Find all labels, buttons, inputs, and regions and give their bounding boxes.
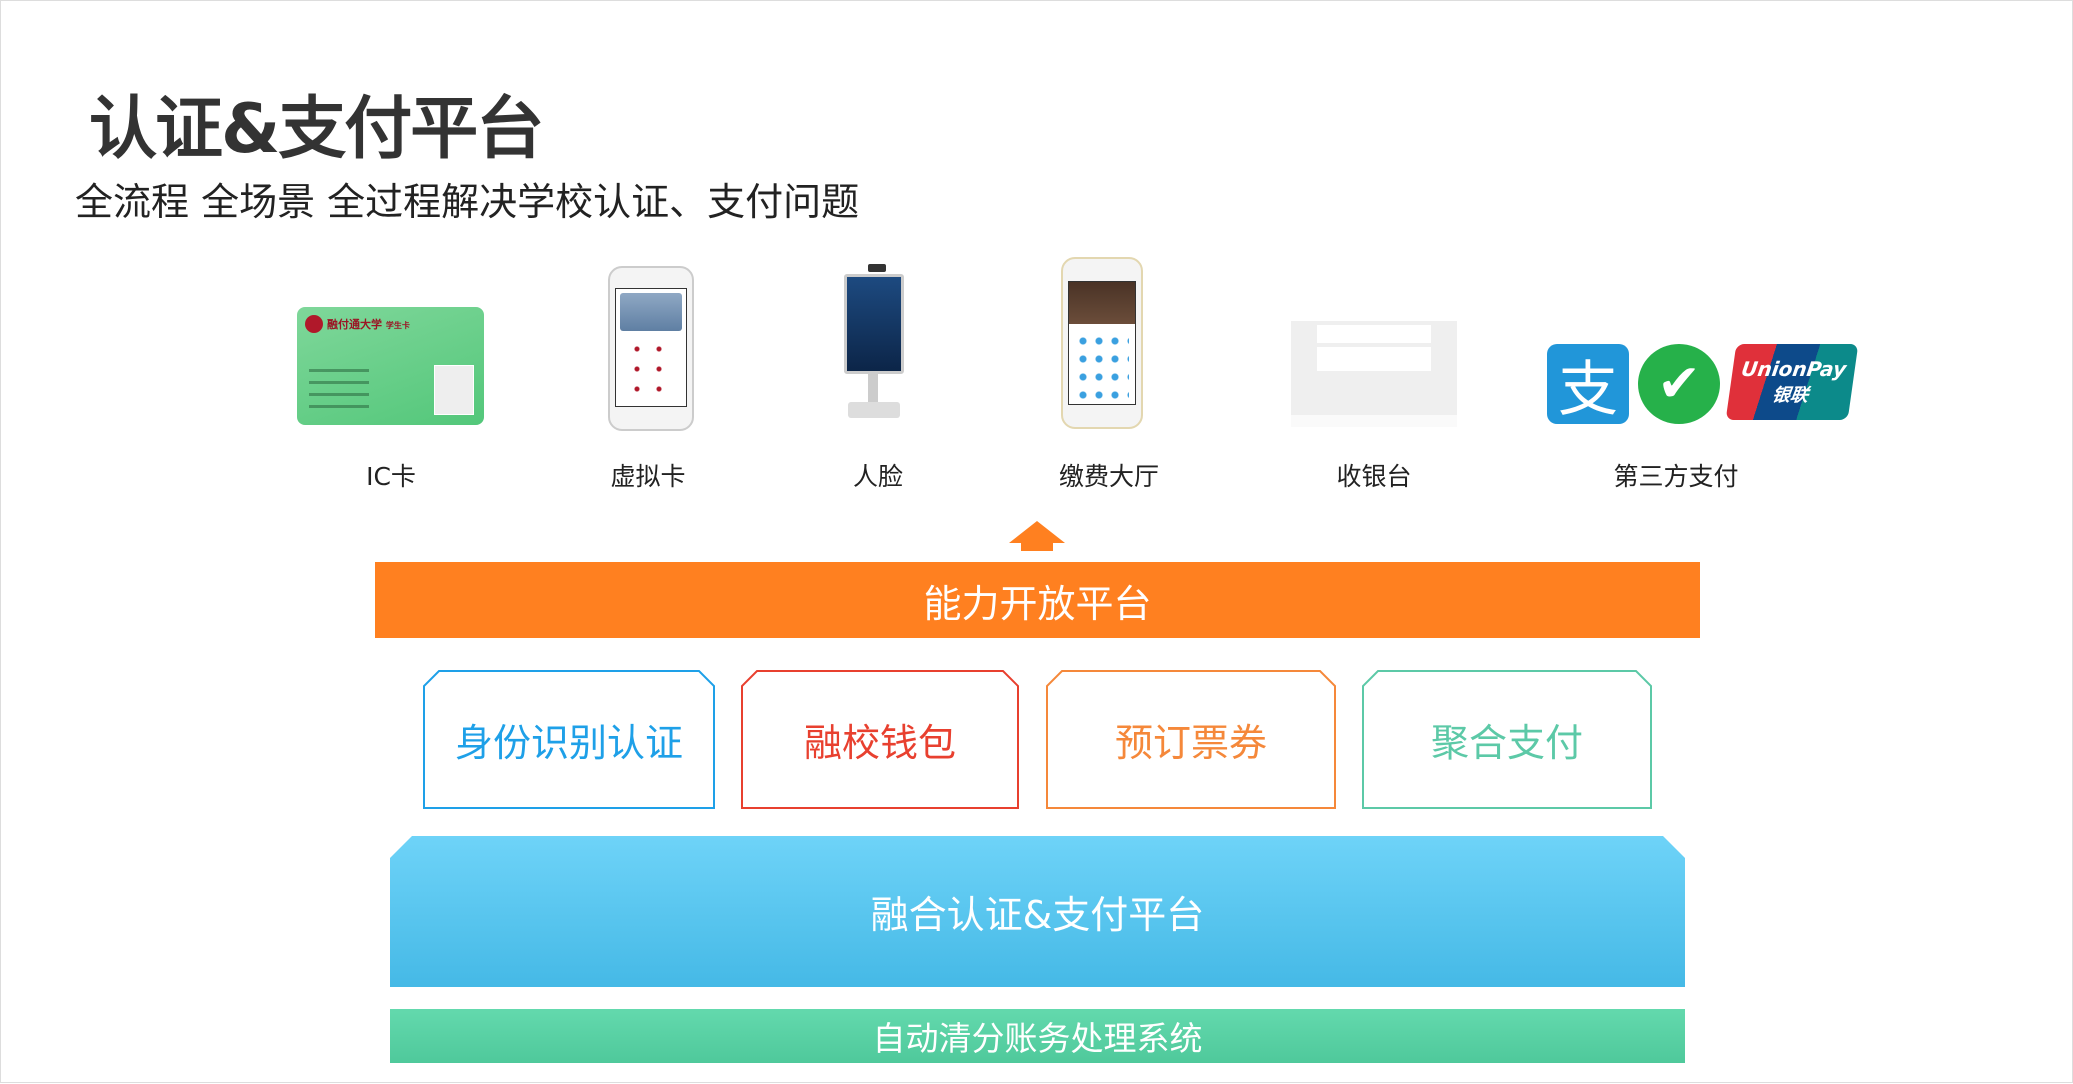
channel-label-third-party: 第三方支付: [1613, 462, 1739, 491]
module-campus-wallet: 融校钱包: [803, 721, 956, 765]
fusion-platform-block: 融合认证&支付平台: [390, 836, 1685, 987]
module-ticket-booking: 预订票券: [1114, 721, 1267, 765]
channel-label-payment-hall: 缴费大厅: [1058, 462, 1159, 491]
face-kiosk-icon: [844, 264, 904, 419]
clearing-system-bar: 自动清分账务处理系统: [390, 1009, 1685, 1063]
module-identity-auth: 身份识别认证: [454, 721, 683, 765]
cashier-screen-icon: [1291, 311, 1457, 427]
ic-card-icon: 融付通大学 学生卡: [297, 307, 484, 425]
alipay-icon: 支: [1547, 344, 1629, 425]
module-aggregate-pay: 聚合支付: [1430, 721, 1583, 765]
page-title: 认证&支付平台: [89, 90, 544, 169]
arrow-up-icon: [1009, 521, 1065, 551]
channel-label-face: 人脸: [852, 462, 903, 491]
page-subtitle: 全流程 全场景 全过程解决学校认证、支付问题: [75, 180, 860, 224]
wechat-pay-icon: ✔: [1638, 344, 1720, 424]
virtual-card-phone-icon: [608, 266, 694, 431]
open-platform-bar: 能力开放平台: [375, 562, 1700, 638]
channel-label-cashier: 收银台: [1336, 462, 1412, 491]
payment-hall-phone-icon: [1061, 257, 1143, 429]
channel-label-virtual-card: 虚拟卡: [610, 462, 686, 491]
channel-label-ic-card: IC卡: [366, 462, 416, 491]
